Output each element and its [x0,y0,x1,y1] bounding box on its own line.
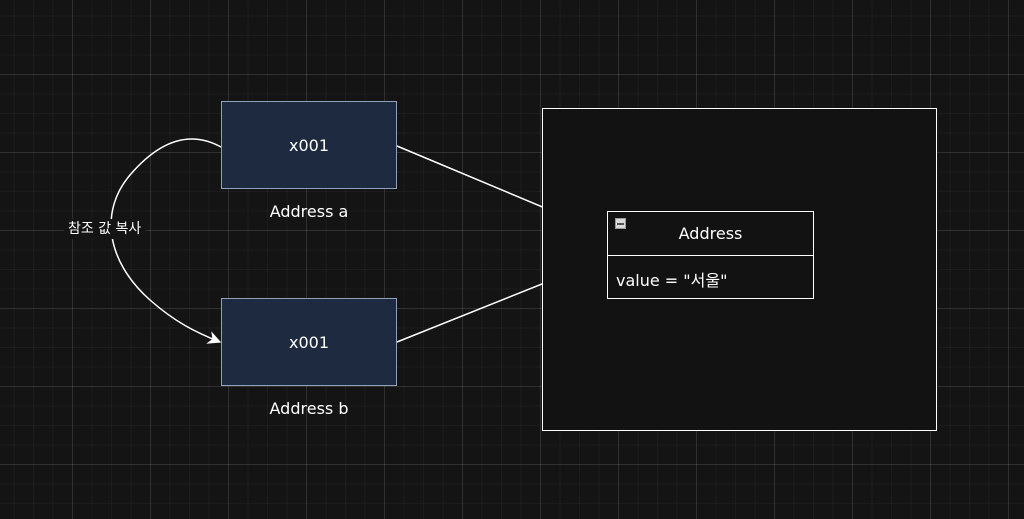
class-field-value: value = "서울" [616,271,728,290]
variable-b-value: x001 [288,332,329,352]
variable-box-b[interactable]: x001 [221,298,397,386]
class-title: Address [678,224,743,243]
variable-a-caption: Address a [269,202,349,221]
variable-b-caption: Address b [269,399,349,418]
class-header: Address [608,212,813,256]
address-class-box[interactable]: Address value = "서울" [607,211,814,299]
arrow-copy-reference [110,138,222,344]
collapse-icon[interactable] [615,218,626,229]
copy-reference-label: 참조 값 복사 [64,219,146,239]
variable-box-a[interactable]: x001 [221,101,397,189]
variable-a-value: x001 [288,135,329,155]
